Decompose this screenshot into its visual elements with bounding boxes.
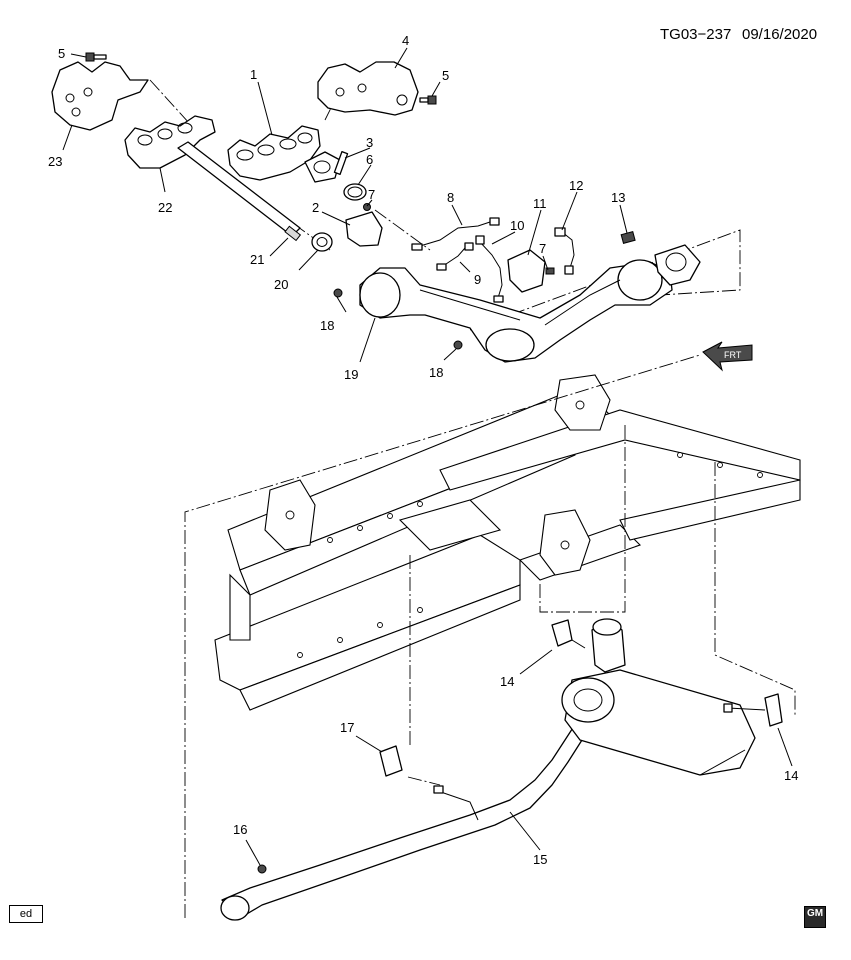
heat-shield-right: [317, 61, 419, 116]
callout-5-left: 5: [58, 46, 65, 61]
catalytic-converter-assembly: [359, 244, 701, 363]
hanger-17: [379, 745, 403, 777]
oxygen-sensor-9: [436, 242, 474, 271]
oxygen-sensor-10: [475, 235, 504, 303]
callout-11: 11: [533, 196, 547, 211]
nut-18-upper: [333, 288, 343, 298]
callout-5-right: 5: [442, 68, 449, 83]
callout-1: 1: [250, 67, 257, 82]
callout-21: 21: [250, 252, 264, 267]
heat-shield-center: [507, 249, 546, 293]
intermediate-pipe: [220, 709, 596, 921]
leader-lines: [62, 47, 793, 866]
callout-18-upper: 18: [320, 318, 334, 333]
callout-4: 4: [402, 33, 409, 48]
stud: [333, 150, 349, 176]
callout-14-right: 14: [784, 768, 798, 783]
callout-2: 2: [312, 200, 319, 215]
callout-12: 12: [569, 178, 583, 193]
callout-16: 16: [233, 822, 247, 837]
callout-3: 3: [366, 135, 373, 150]
callout-18-lower: 18: [429, 365, 443, 380]
bolt-right: [419, 95, 437, 105]
crossover-pipe: [177, 141, 302, 242]
front-arrow-label: FRT: [724, 350, 742, 360]
hanger-14-right: [723, 693, 783, 727]
nut-upper: [363, 203, 371, 211]
callout-15: 15: [533, 852, 547, 867]
exhaust-manifold-left: [124, 115, 216, 169]
callout-7-upper: 7: [368, 187, 375, 202]
callout-23: 23: [48, 154, 62, 169]
drawing-id: TG03−237: [660, 26, 731, 43]
nut-7-lower: [545, 267, 555, 275]
gasket-left: [311, 232, 333, 252]
hanger-14-left: [551, 619, 586, 649]
gm-logo-text: GM: [806, 908, 824, 919]
seal-ring: [343, 183, 367, 201]
ed-badge: ed: [9, 905, 43, 923]
muffler: [561, 618, 756, 776]
callout-13: 13: [611, 190, 625, 205]
front-direction-arrow-icon: FRT: [702, 341, 753, 372]
bolt-left: [85, 52, 107, 62]
gm-logo-icon: GM: [804, 906, 826, 928]
callout-labels: 1 2 3 4 5 5 6 7 7 8 9 10 11 12 13 14 14 …: [48, 33, 798, 867]
drawing-date: 09/16/2020: [742, 26, 817, 43]
oxygen-sensor-12: [554, 227, 575, 275]
oxygen-sensor-8: [411, 217, 500, 251]
nut-18-lower: [453, 340, 463, 350]
vehicle-frame: [214, 374, 801, 711]
nut-16: [257, 864, 267, 874]
exhaust-manifold-right: [227, 125, 341, 183]
callout-14-left: 14: [500, 674, 514, 689]
callout-10: 10: [510, 218, 524, 233]
callout-8: 8: [447, 190, 454, 205]
callout-7-lower: 7: [539, 241, 546, 256]
callout-22: 22: [158, 200, 172, 215]
callout-19: 19: [344, 367, 358, 382]
callout-20: 20: [274, 277, 288, 292]
callout-9: 9: [474, 272, 481, 287]
callout-17: 17: [340, 720, 354, 735]
heat-shield-small: [345, 211, 383, 247]
heat-shield-left: [51, 61, 149, 131]
nut-13: [620, 230, 636, 244]
callout-6: 6: [366, 152, 373, 167]
